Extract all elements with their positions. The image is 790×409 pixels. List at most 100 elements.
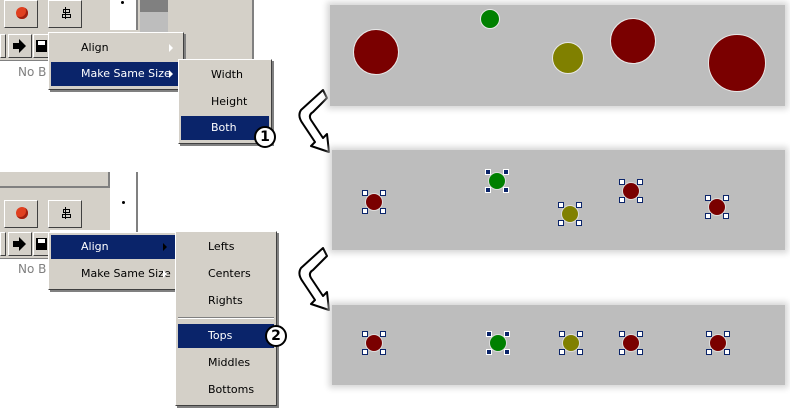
resize-handle[interactable]	[558, 202, 564, 208]
status-field: No B	[0, 258, 50, 281]
resize-handle[interactable]	[486, 331, 492, 337]
align-center-icon	[62, 7, 71, 19]
resize-handle[interactable]	[706, 331, 712, 337]
submenu-item-centers[interactable]: Centers	[178, 262, 274, 286]
shape-circle[interactable]	[708, 34, 766, 92]
resize-handle[interactable]	[559, 331, 565, 337]
resize-handle[interactable]	[380, 190, 386, 196]
shape-circle[interactable]	[562, 334, 580, 352]
nav-button[interactable]	[0, 232, 6, 256]
resize-handle[interactable]	[362, 331, 368, 337]
resize-handle[interactable]	[504, 331, 510, 337]
save-button[interactable]	[33, 34, 49, 58]
resize-handle[interactable]	[619, 179, 625, 185]
resize-handle[interactable]	[637, 197, 643, 203]
menu-item-make-same-size[interactable]: Make Same Size	[51, 262, 175, 286]
resize-handle[interactable]	[380, 331, 386, 337]
resize-handle[interactable]	[504, 349, 510, 355]
resize-handle[interactable]	[723, 195, 729, 201]
resize-handle[interactable]	[576, 220, 582, 226]
resize-handle[interactable]	[576, 202, 582, 208]
menu-item-label: Make Same Size	[81, 67, 171, 80]
shape-circle[interactable]	[353, 29, 399, 75]
resize-handle[interactable]	[705, 195, 711, 201]
menu-item-label: Middles	[208, 356, 251, 369]
resize-handle[interactable]	[503, 169, 509, 175]
submenu-item-tops[interactable]: Tops	[178, 324, 274, 348]
shape-circle[interactable]	[622, 334, 640, 352]
save-icon	[36, 238, 47, 250]
resize-handle[interactable]	[486, 349, 492, 355]
resize-handle[interactable]	[362, 349, 368, 355]
forward-button[interactable]	[8, 232, 32, 256]
stop-button[interactable]	[4, 200, 38, 228]
resize-handle[interactable]	[503, 187, 509, 193]
resize-handle[interactable]	[485, 169, 491, 175]
submenu-item-height[interactable]: Height	[181, 90, 269, 114]
resize-handle[interactable]	[637, 349, 643, 355]
submenu-item-lefts[interactable]: Lefts	[178, 235, 274, 259]
status-text: No B	[18, 262, 47, 276]
align-button[interactable]	[48, 200, 82, 228]
shape-circle[interactable]	[561, 205, 579, 223]
shape-circle[interactable]	[708, 198, 726, 216]
stop-icon	[16, 207, 28, 219]
status-text: No B	[18, 65, 47, 79]
status-field: No B	[0, 60, 50, 83]
submenu-item-width[interactable]: Width	[181, 63, 269, 87]
menu-item-label: Align	[81, 240, 109, 253]
menu-item-label: Height	[211, 95, 248, 108]
menu-item-label: Width	[211, 68, 243, 81]
shape-circle[interactable]	[610, 18, 656, 64]
shape-circle[interactable]	[709, 334, 727, 352]
submenu-item-rights[interactable]: Rights	[178, 289, 274, 313]
shape-circle[interactable]	[488, 172, 506, 190]
stop-button[interactable]	[4, 0, 38, 28]
resize-handle[interactable]	[559, 349, 565, 355]
menu-item-label: Bottoms	[208, 383, 255, 396]
align-center-icon	[62, 207, 71, 219]
shape-circle[interactable]	[552, 42, 584, 74]
arrow-right-icon	[13, 241, 19, 247]
resize-handle[interactable]	[705, 213, 711, 219]
resize-handle[interactable]	[485, 187, 491, 193]
arrow-right-icon	[13, 43, 19, 49]
resize-handle[interactable]	[724, 331, 730, 337]
resize-handle[interactable]	[619, 331, 625, 337]
shape-circle[interactable]	[480, 9, 500, 29]
shape-circle[interactable]	[365, 193, 383, 211]
save-button[interactable]	[33, 232, 49, 256]
resize-handle[interactable]	[637, 331, 643, 337]
nav-button[interactable]	[0, 34, 6, 58]
shape-circle[interactable]	[365, 334, 383, 352]
resize-handle[interactable]	[619, 197, 625, 203]
align-button[interactable]	[48, 0, 82, 28]
submenu-item-bottoms[interactable]: Bottoms	[178, 378, 274, 402]
menu-item-make-same-size[interactable]: Make Same Size	[51, 62, 181, 86]
forward-button[interactable]	[8, 34, 32, 58]
submenu-item-middles[interactable]: Middles	[178, 351, 274, 375]
resize-handle[interactable]	[637, 179, 643, 185]
menu-item-align[interactable]: Align	[51, 235, 175, 259]
resize-handle[interactable]	[577, 331, 583, 337]
resize-handle[interactable]	[577, 349, 583, 355]
resize-handle[interactable]	[362, 190, 368, 196]
resize-handle[interactable]	[723, 213, 729, 219]
chevron-right-icon	[169, 44, 173, 52]
toolbar-frame	[0, 172, 110, 188]
stop-icon	[16, 7, 28, 19]
resize-handle[interactable]	[362, 208, 368, 214]
resize-handle[interactable]	[619, 349, 625, 355]
menu-separator	[178, 317, 274, 319]
resize-handle[interactable]	[558, 220, 564, 226]
step-badge-1: 1	[254, 126, 276, 148]
canvas-before	[330, 5, 785, 106]
shape-circle[interactable]	[622, 182, 640, 200]
shape-circle[interactable]	[489, 334, 507, 352]
resize-handle[interactable]	[724, 349, 730, 355]
menu-item-label: Tops	[208, 329, 233, 342]
resize-handle[interactable]	[380, 208, 386, 214]
menu-item-align[interactable]: Align	[51, 36, 181, 60]
resize-handle[interactable]	[380, 349, 386, 355]
resize-handle[interactable]	[706, 349, 712, 355]
